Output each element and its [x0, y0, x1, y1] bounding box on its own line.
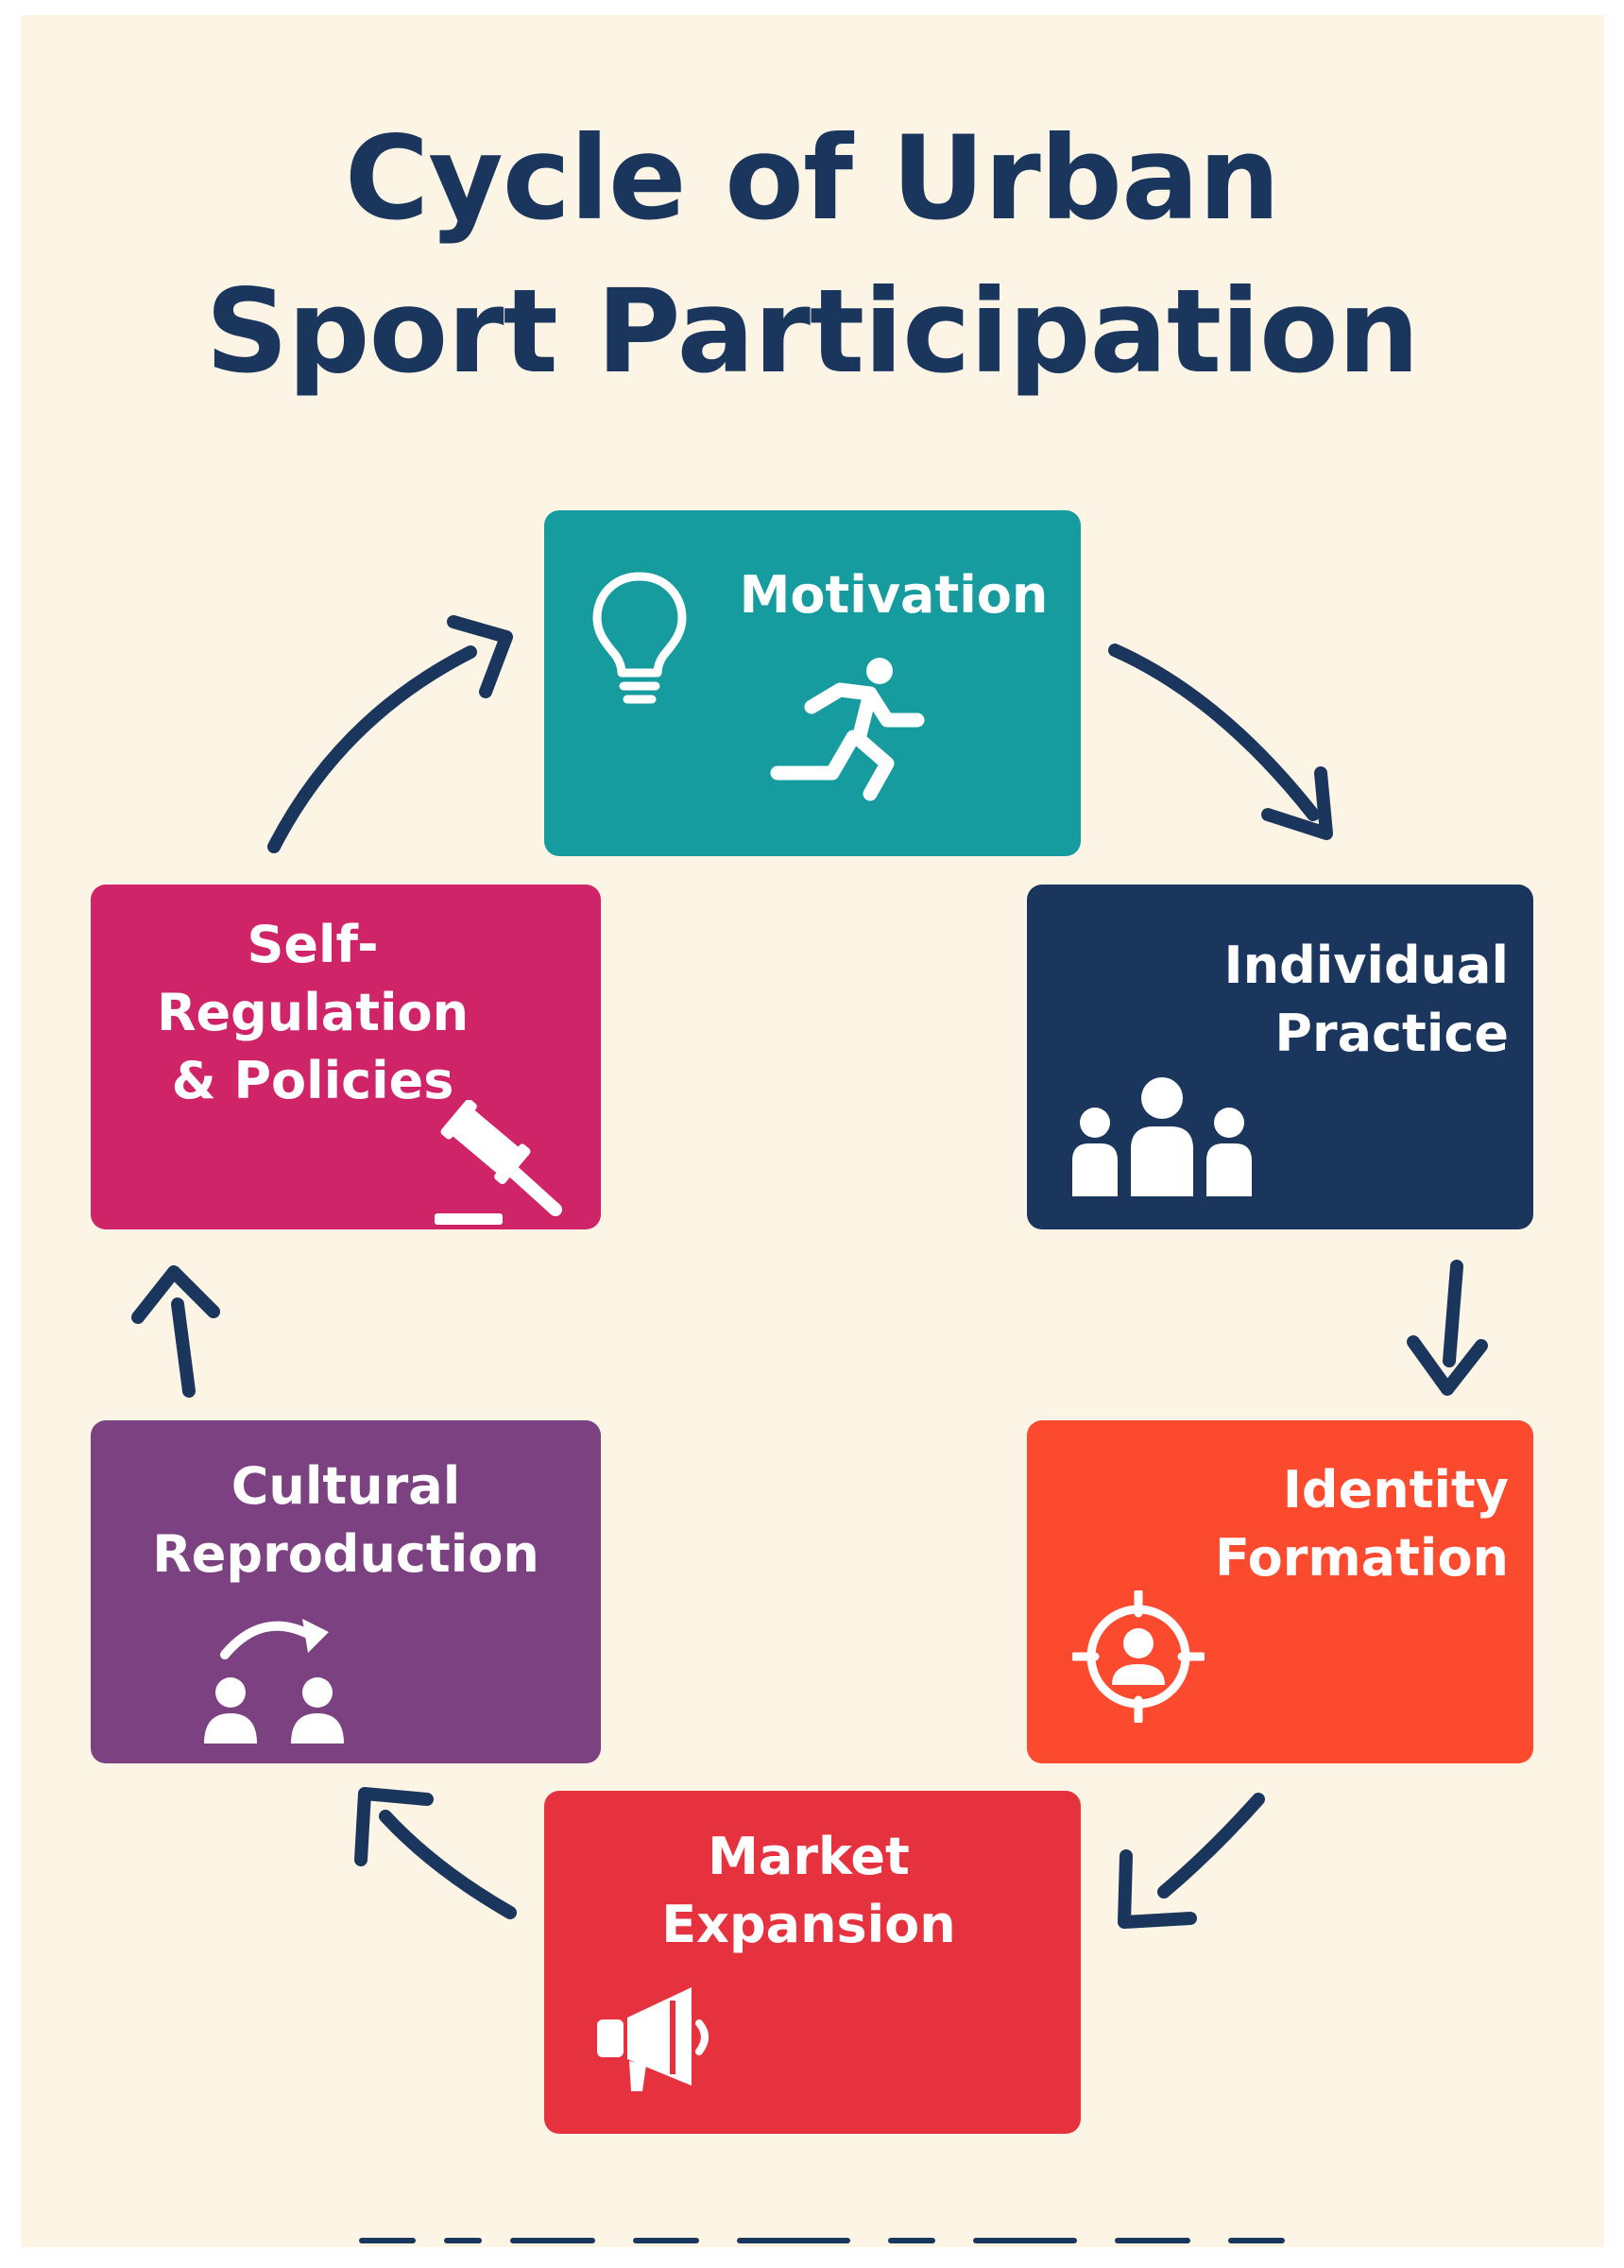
lightbulb-icon [588, 569, 692, 711]
stage-market-expansion: Market Expansion [544, 1791, 1081, 2134]
stage-cultural-reproduction: Cultural Reproduction [91, 1420, 601, 1763]
stage-motivation: Motivation [544, 510, 1081, 856]
stage-label-motivation: Motivation [719, 561, 1068, 629]
diagram-title: Cycle of Urban Sport Participation [0, 102, 1624, 408]
stage-label-line: Expansion [661, 1895, 956, 1954]
group-icon [1072, 1074, 1252, 1196]
arrow-motivation-to-practice [1108, 644, 1320, 821]
stage-label-line: Regulation [156, 983, 470, 1042]
arrow-identity-to-market [1157, 1793, 1265, 1899]
runner-icon [766, 652, 936, 803]
stage-label-individual-practice: Individual Practice [1093, 932, 1509, 1068]
stage-label-line: Individual [1223, 936, 1509, 995]
stage-label-line: Market [708, 1827, 910, 1886]
cropped-footer-text [359, 2238, 1285, 2243]
stage-label-line: Practice [1274, 1004, 1509, 1063]
arrow-cultural-to-policies [171, 1297, 196, 1398]
stage-label-line: Self- [247, 915, 379, 974]
stage-label-identity-formation: Identity Formation [1074, 1456, 1509, 1592]
stage-individual-practice: Individual Practice [1027, 885, 1533, 1229]
arrowhead-identity [1407, 1335, 1488, 1396]
megaphone-icon [593, 1980, 735, 2093]
arrowhead-cultural [354, 1787, 434, 1866]
arrowhead-policies [131, 1265, 220, 1324]
stage-identity-formation: Identity Formation [1027, 1420, 1533, 1763]
arrow-practice-to-identity [1443, 1260, 1463, 1367]
arrowhead-motivation [447, 615, 513, 698]
stage-label-line: Formation [1214, 1528, 1509, 1588]
transfer-people-icon [197, 1606, 357, 1747]
stage-label-line: Reproduction [152, 1524, 539, 1584]
arrowhead-market [1118, 1849, 1197, 1929]
stage-label-line: Identity [1282, 1460, 1509, 1520]
stage-label-self-regulation: Self- Regulation & Policies [110, 911, 516, 1115]
stage-self-regulation-policies: Self- Regulation & Policies [91, 885, 601, 1229]
stage-label-line: & Policies [171, 1051, 454, 1110]
gavel-icon [435, 1100, 567, 1225]
arrow-market-to-cultural [379, 1810, 517, 1919]
stage-label-line: Motivation [739, 565, 1049, 625]
title-line-2: Sport Participation [205, 265, 1419, 399]
arrowhead-practice [1261, 766, 1333, 840]
title-line-1: Cycle of Urban [344, 112, 1281, 246]
stage-label-line: Cultural [231, 1456, 461, 1516]
target-person-icon [1072, 1590, 1205, 1723]
stage-label-market-expansion: Market Expansion [591, 1823, 1026, 1959]
stage-label-cultural-reproduction: Cultural Reproduction [110, 1452, 582, 1589]
arrow-policies-to-motivation [267, 645, 477, 853]
